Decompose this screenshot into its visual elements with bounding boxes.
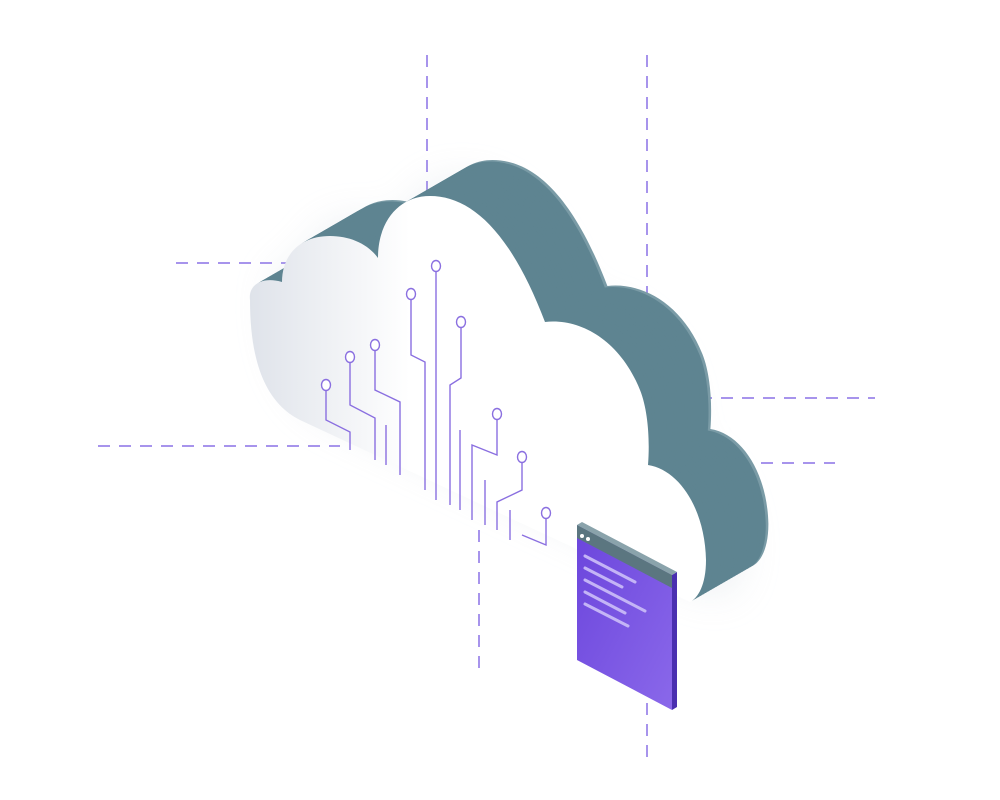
document-panel — [577, 522, 677, 710]
window-dot-icon — [580, 534, 584, 538]
cloud-front — [249, 196, 706, 602]
panel-header — [577, 525, 672, 588]
panel-text-lines — [583, 554, 647, 628]
guide-lines — [98, 55, 875, 760]
window-dot-icon — [586, 537, 590, 541]
circuit-traces — [320, 259, 552, 547]
